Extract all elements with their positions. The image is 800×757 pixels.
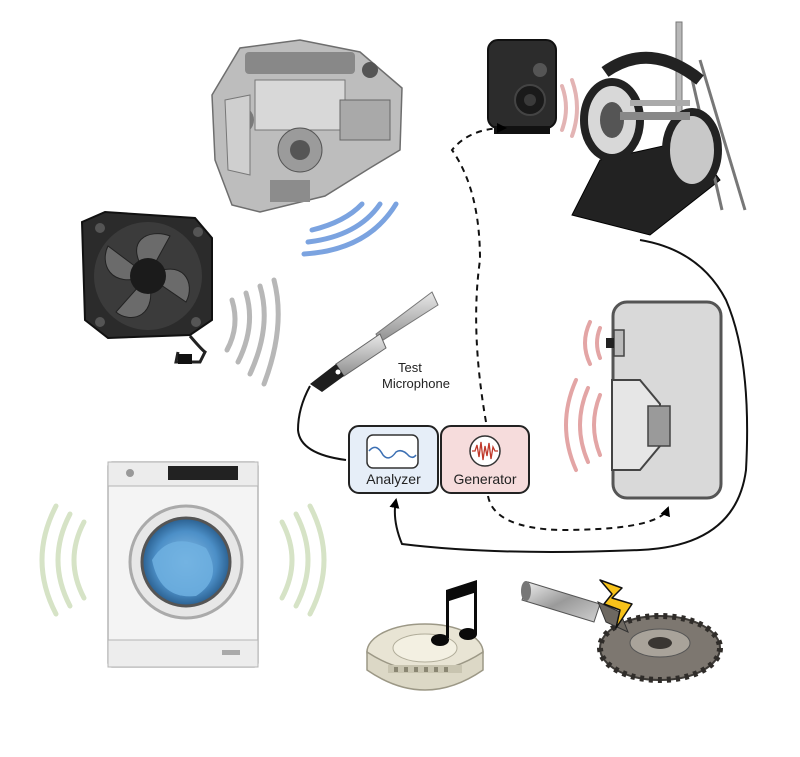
computer-fan-image	[80, 210, 213, 364]
generator-to-monitor-path	[450, 123, 507, 423]
diesel-engine-image	[211, 39, 403, 213]
monitor-sound-waves	[560, 78, 579, 138]
speaker-sound-waves	[564, 320, 602, 472]
washer-sound-waves	[39, 503, 327, 617]
analyzer-box	[348, 425, 439, 494]
generator-box	[440, 425, 530, 494]
loudspeaker-enclosure-image	[606, 300, 723, 500]
generator-to-speaker-path	[487, 495, 670, 532]
music-note-icon	[431, 580, 477, 646]
generator-label: Generator	[453, 471, 517, 487]
fan-sound-waves	[224, 277, 281, 387]
headphone-test-fixture-image	[571, 21, 747, 236]
mic-label-line1: Test	[398, 360, 422, 375]
lightning-icon	[599, 579, 633, 629]
engine-sound-waves	[301, 201, 399, 257]
test-microphone-image	[296, 291, 439, 461]
bevel-gear-image	[521, 581, 723, 683]
fixture-and-speaker-return-path	[389, 239, 749, 553]
studio-monitor-image	[487, 39, 557, 134]
washing-machine-image	[107, 461, 259, 668]
mic-label-line2: Microphone	[382, 376, 450, 391]
analyzer-label: Analyzer	[366, 471, 421, 487]
